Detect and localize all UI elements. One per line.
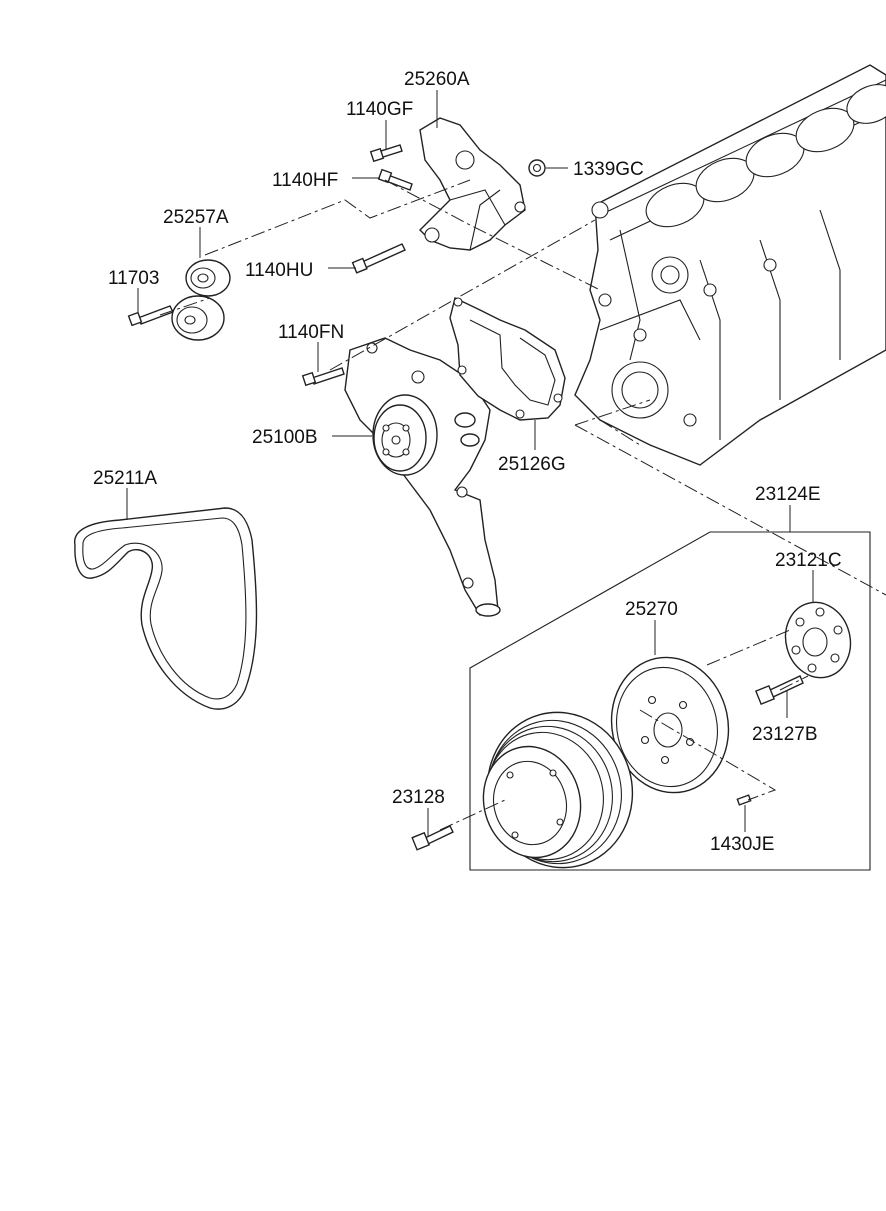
bracket-25260a — [419, 117, 526, 251]
bolt-23127b — [754, 675, 804, 706]
label-1430je: 1430JE — [710, 834, 774, 855]
label-25100b: 25100B — [252, 427, 318, 448]
alignment-lines — [159, 179, 886, 831]
label-1140gf: 1140GF — [346, 99, 413, 120]
label-23128: 23128 — [392, 787, 445, 808]
hub-23121c — [784, 601, 852, 679]
engine-block — [574, 64, 886, 466]
leader-lines — [126, 90, 814, 836]
bolt-1140hu — [351, 243, 406, 274]
bolt-1140hf — [377, 168, 413, 191]
grooved-pulley — [482, 711, 634, 869]
bolt-23128 — [411, 825, 454, 851]
label-1140hf: 1140HF — [272, 170, 338, 191]
bolt-11703 — [127, 305, 174, 327]
label-11703: 11703 — [108, 268, 159, 289]
label-23121c: 23121C — [775, 550, 842, 571]
label-25126g: 25126G — [498, 454, 566, 475]
label-1339gc: 1339GC — [573, 159, 644, 180]
bolt-1140gf — [369, 144, 403, 163]
label-23124e: 23124E — [755, 484, 821, 505]
bolt-1140fn — [301, 367, 345, 387]
nut-1339gc — [528, 159, 546, 177]
part-labels: 25260A 1140GF 1339GC 1140HF 25257A 11703… — [93, 69, 842, 855]
label-25260a: 25260A — [404, 69, 470, 90]
gasket-25126g — [449, 296, 566, 421]
water-pump-25100b — [344, 337, 501, 617]
label-25257a: 25257A — [163, 207, 229, 228]
tensioner-pulley-25257a — [171, 259, 231, 341]
label-25270: 25270 — [625, 599, 678, 620]
label-1140hu: 1140HU — [245, 260, 313, 281]
label-25211a: 25211A — [93, 468, 157, 489]
label-23127b: 23127B — [752, 724, 818, 745]
drive-belt-25211a — [74, 507, 258, 710]
label-1140fn: 1140FN — [278, 322, 344, 343]
pin-1430je — [736, 794, 752, 806]
kit-box-23124e — [469, 531, 871, 871]
damper-25270 — [610, 656, 730, 794]
